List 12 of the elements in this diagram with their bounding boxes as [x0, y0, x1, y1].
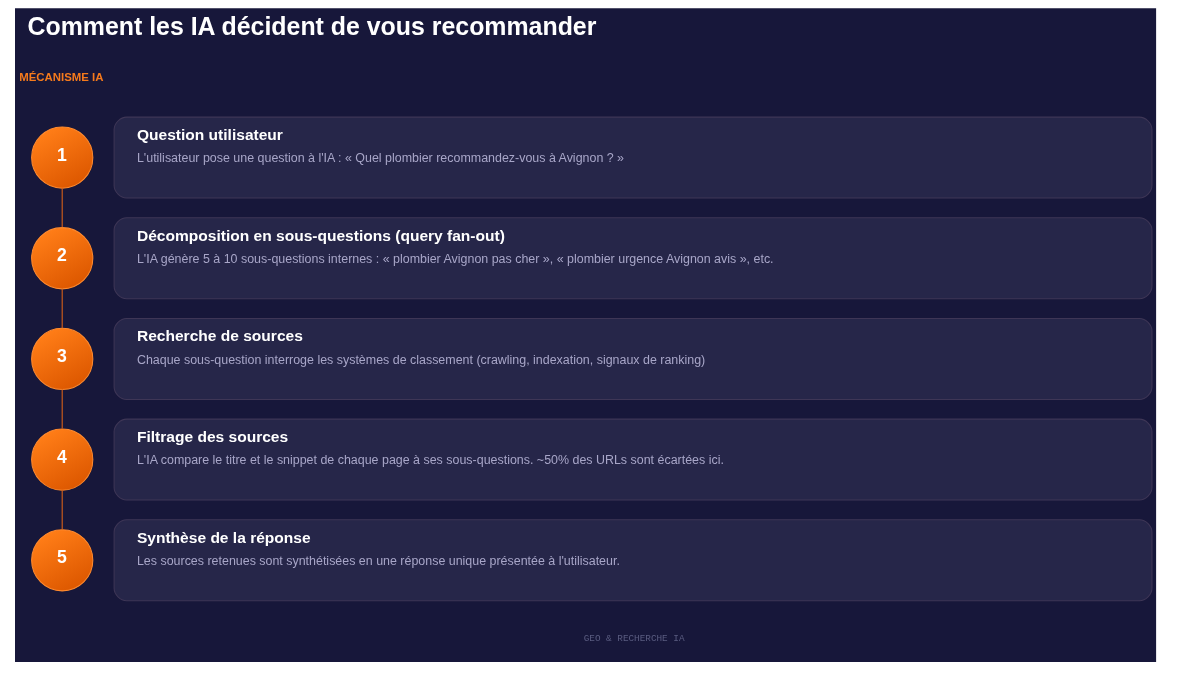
- node-circle: 2: [30, 227, 93, 290]
- node-circle: 1: [30, 126, 93, 189]
- label: MÉCANISME IA: [18, 70, 103, 83]
- connector: [61, 187, 63, 228]
- label: GEO & RECHERCHE IA: [583, 633, 684, 645]
- node-circle: 4: [30, 428, 93, 491]
- connector: [61, 489, 63, 530]
- diagram-title: Comment les IA décident de vous recommander: [26, 12, 596, 41]
- node-circle: 3: [30, 327, 93, 391]
- connector: [61, 388, 63, 430]
- connector: [61, 288, 63, 329]
- node-circle: 5: [30, 529, 93, 592]
